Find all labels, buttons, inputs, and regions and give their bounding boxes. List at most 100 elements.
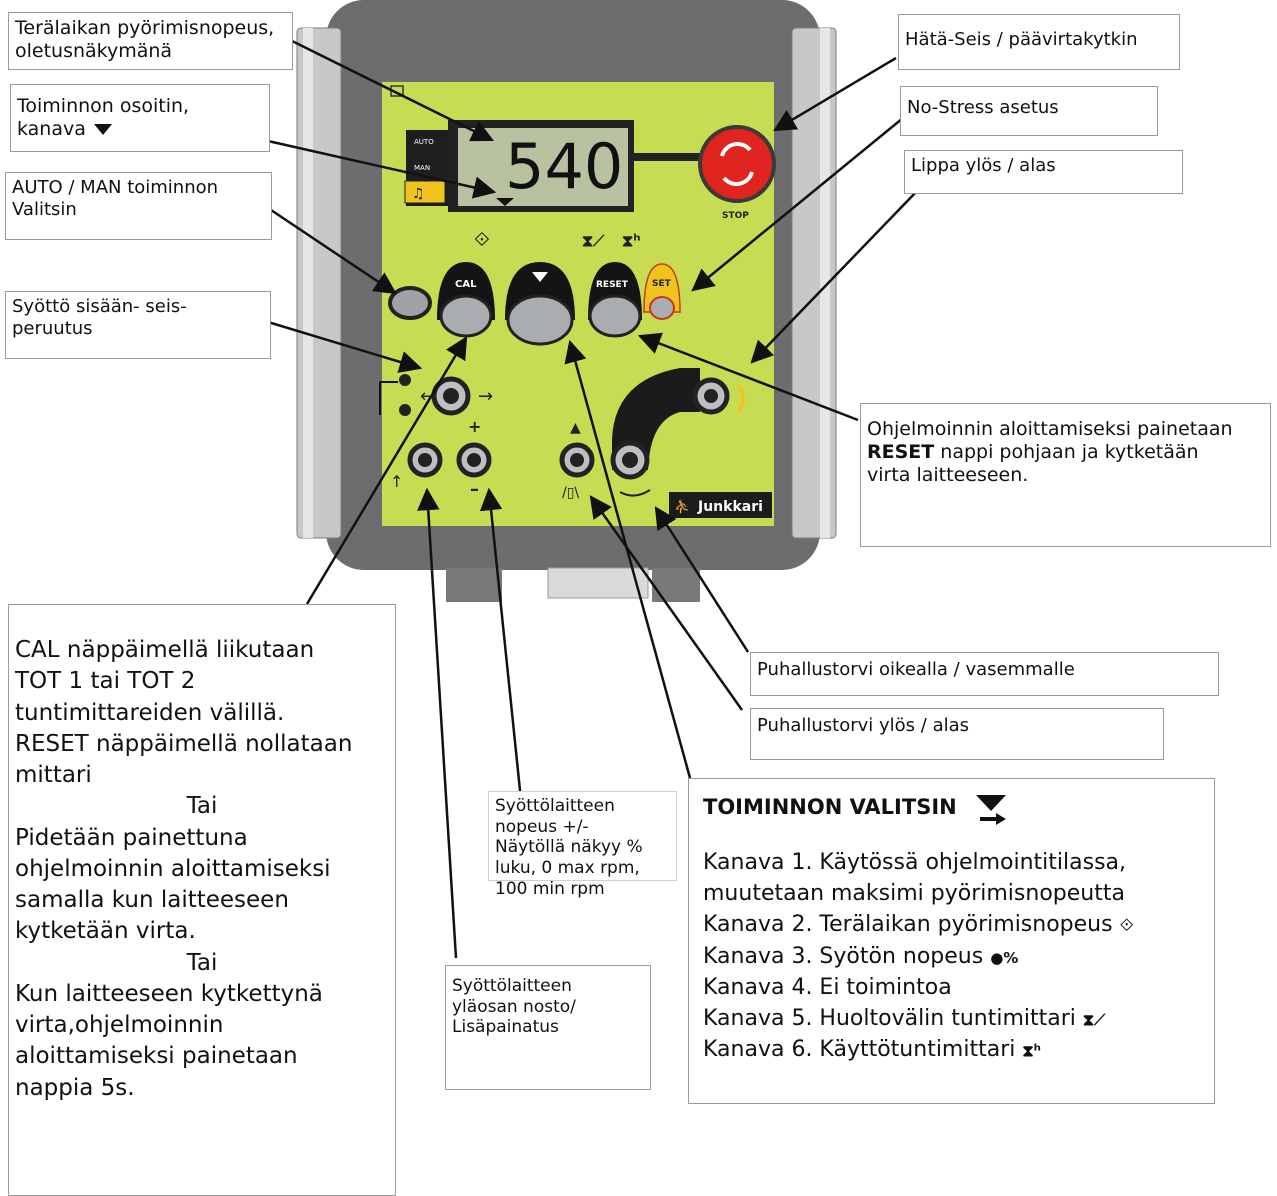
callout-feed-line-2: peruutus	[12, 317, 93, 339]
selector-channel-5: Kanava 5. Huoltovälin tuntimittari	[703, 1006, 1076, 1032]
callout-feed-lift: Syöttölaitteen yläosan nosto/ Lisäpainat…	[445, 965, 651, 1090]
mode-label-auto: AUTO	[414, 138, 434, 146]
set-label: SET	[652, 279, 672, 289]
callout-program: Ohjelmoinnin aloittamiseksi painetaan RE…	[860, 403, 1271, 547]
lcd-value: 540	[505, 130, 623, 203]
connector-left	[446, 568, 502, 602]
callout-feed-speed-line-4: luku, 0 max rpm,	[495, 858, 640, 879]
cal-line-13: virta,ohjelmoinnin	[15, 1012, 224, 1039]
cal-line-10: kytketään virta.	[15, 918, 196, 945]
channel-pointer-icon	[496, 198, 514, 206]
cal-line-8: ohjelmoinnin aloittamiseksi	[15, 855, 331, 882]
cal-line-3: tuntimittareiden välillä.	[15, 699, 285, 726]
connector-middle	[547, 567, 649, 599]
rotation-icon: ⟐	[474, 227, 490, 251]
rotation-icon: ⟐	[1119, 915, 1134, 937]
cal-line-4: RESET näppäimellä nollataan	[15, 730, 353, 757]
leader-no-stress	[691, 117, 904, 292]
service-hour-icon: ⧗⟋	[582, 231, 605, 250]
reset-button[interactable]	[588, 294, 642, 338]
callout-selector: TOIMINNON VALITSIN Kanava 1. Käytössä oh…	[688, 778, 1215, 1104]
callout-chute-ud: Puhallustorvi ylös / alas	[750, 708, 1164, 760]
cal-line-14: aloittamiseksi painetaan	[15, 1043, 298, 1070]
channel-pointer-icon	[93, 124, 112, 136]
cal-line-or-2: Tai	[186, 949, 218, 976]
leader-emergency	[773, 56, 897, 132]
brand-badge	[669, 492, 772, 518]
callout-visor: Lippa ylös / alas	[904, 150, 1183, 194]
callout-program-line-1: Ohjelmoinnin aloittamiseksi painetaan	[867, 418, 1233, 440]
svg-text:↑: ↑	[390, 472, 403, 491]
leader-indicator	[267, 139, 497, 199]
callout-chute-lr: Puhallustorvi oikealla / vasemmalle	[750, 652, 1219, 696]
callout-program-reset: RESET	[867, 441, 935, 464]
callout-feed-speed-line-3: Näytöllä näkyy %	[495, 837, 643, 858]
function-selector-icon	[976, 795, 1007, 825]
callout-chute-ud-text: Puhallustorvi ylös / alas	[757, 715, 970, 736]
selector-channel-6: Kanava 6. Käyttötuntimittari	[703, 1037, 1016, 1063]
callout-no-stress-text: No-Stress asetus	[907, 97, 1059, 118]
svg-text:▲: ▲	[570, 420, 581, 436]
leader-auto-man	[267, 206, 397, 295]
emergency-stop-button[interactable]	[698, 125, 776, 203]
svg-text:⛹: ⛹	[674, 498, 690, 515]
callout-program-line-2: nappi pohjaan ja kytketään	[934, 441, 1199, 464]
callout-feed-speed-line-5: 100 min rpm	[495, 878, 605, 899]
alarm-indicator	[404, 180, 446, 204]
function-selector-button[interactable]	[506, 294, 574, 346]
cal-button[interactable]	[439, 294, 493, 338]
leader-program	[637, 332, 859, 422]
svg-text:–: –	[470, 479, 479, 500]
leader-chute-lr	[654, 506, 750, 653]
callout-cal: CAL näppäimellä liikutaan TOT 1 tai TOT …	[8, 604, 396, 1196]
selector-channel-4: Kanava 4. Ei toimintoa	[703, 974, 952, 1000]
mode-label-man: MAN	[414, 164, 430, 172]
no-stress-set-button[interactable]	[649, 296, 675, 320]
callout-auto-man: AUTO / MAN toiminnon Valitsin	[5, 172, 272, 240]
svg-text:♫: ♫	[412, 186, 425, 202]
callout-feed-lift-line-3: Lisäpainatus	[452, 1017, 559, 1038]
selector-channel-2: Kanava 2. Terälaikan pyörimisnopeus	[703, 912, 1113, 938]
leader-feed-lift	[417, 487, 458, 959]
svg-text:+: +	[468, 417, 481, 436]
callout-auto-man-line-2: Valitsin	[12, 198, 77, 220]
svg-text:→: →	[478, 386, 493, 407]
callout-auto-man-line-1: AUTO / MAN toiminnon	[12, 177, 219, 198]
cal-line-7: Pidetään painettuna	[15, 824, 248, 851]
leader-selector	[564, 339, 692, 779]
callout-speed-line-1: Terälaikan pyörimisnopeus,	[15, 17, 275, 39]
callout-indicator-line-1: Toiminnon osoitin,	[17, 95, 190, 117]
selector-channel-1b: muutetaan maksimi pyörimisnopeutta	[703, 881, 1125, 907]
hour-meter-icon: ⧗ʰ	[622, 231, 641, 250]
service-hour-icon: ⧗⟋	[1082, 1010, 1106, 1030]
callout-indicator-line-2: kanava	[17, 118, 86, 141]
cal-label: CAL	[455, 279, 477, 290]
cal-line-1: CAL näppäimellä liikutaan	[15, 637, 315, 663]
leader-cal	[305, 336, 468, 605]
leader-feed-speed	[479, 487, 523, 801]
leader-visor	[750, 189, 919, 364]
cal-line-9: samalla kun laitteeseen	[15, 887, 289, 914]
cal-line-12: Kun laitteeseen kytkettynä	[15, 980, 323, 1007]
callout-no-stress: No-Stress asetus	[900, 86, 1158, 136]
cal-line-5: mittari	[15, 762, 92, 789]
feed-percent-icon: ●%	[990, 948, 1019, 967]
svg-text:←: ←	[420, 386, 435, 407]
leader-chute-ud	[589, 495, 744, 711]
auto-man-button[interactable]	[388, 286, 432, 320]
callout-speed-line-2: oletusnäkymänä	[15, 40, 173, 63]
callout-feed-speed-line-1: Syöttölaitteen	[495, 796, 615, 816]
callout-program-line-3: virta laitteeseen.	[867, 464, 1029, 487]
cal-line-15: nappia 5s.	[15, 1074, 135, 1101]
callout-feed: Syöttö sisään- seis- peruutus	[5, 291, 271, 359]
brand-name: Junkkari	[697, 499, 763, 515]
callout-indicator: Toiminnon osoitin, kanava	[10, 84, 270, 152]
callout-speed-default: Terälaikan pyörimisnopeus, oletusnäkymän…	[8, 12, 293, 70]
connector-right	[652, 568, 700, 602]
selector-channel-1a: Kanava 1. Käytössä ohjelmointitilassa,	[703, 850, 1127, 875]
leader-feed	[267, 320, 423, 373]
callout-feed-lift-line-2: yläosan nosto/	[452, 996, 576, 1017]
callout-feed-speed-line-2: nopeus +/-	[495, 816, 589, 837]
selector-channel-3: Kanava 3. Syötön nopeus	[703, 943, 984, 969]
